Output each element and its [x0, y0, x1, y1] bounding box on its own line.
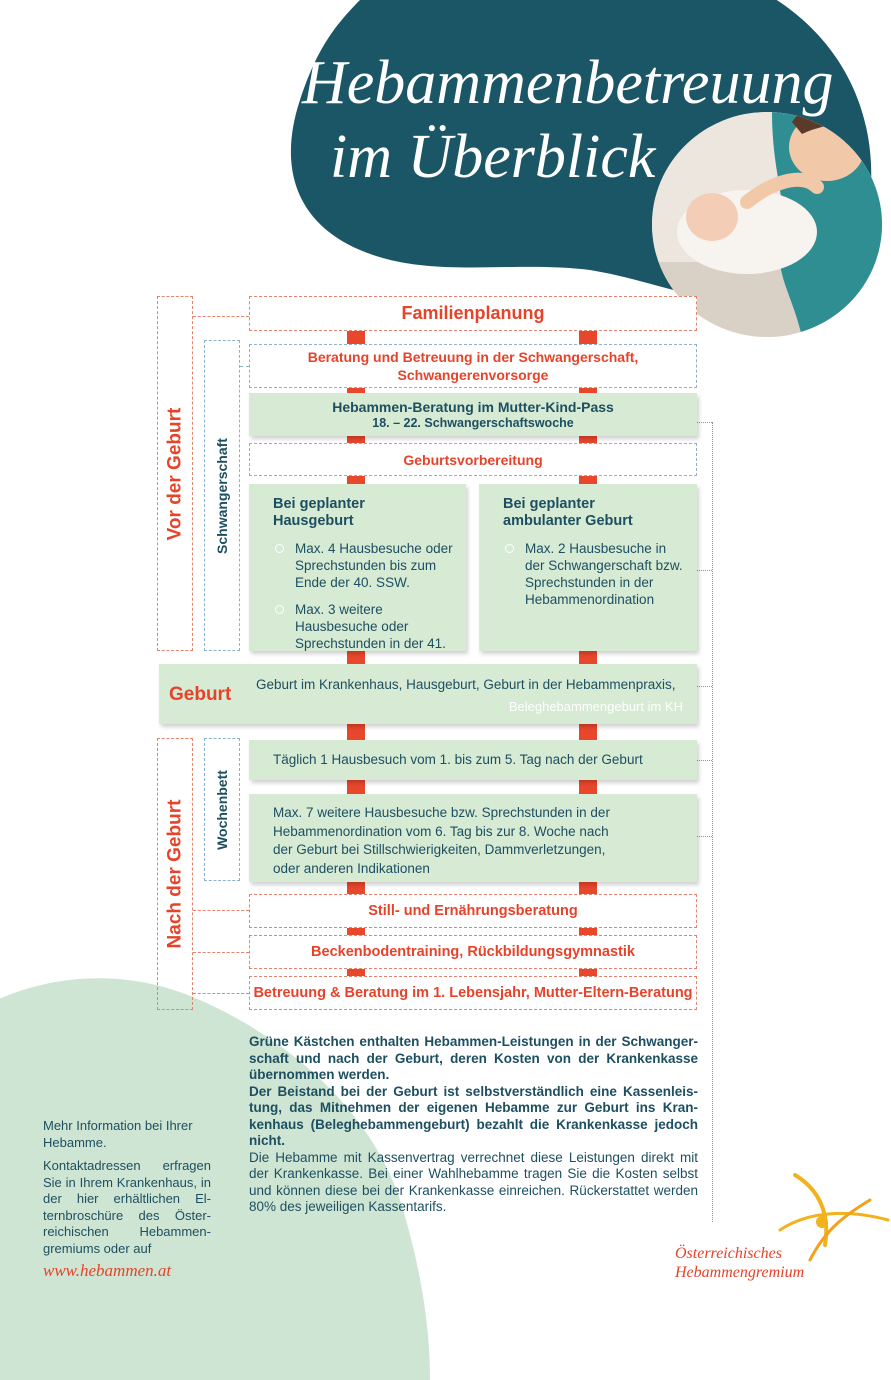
- box-birth-prep: Geburtsvorbereitung: [249, 443, 697, 476]
- bottom-mint-blob: [0, 978, 430, 1380]
- page-title-line1: Hebammenbetreuung: [302, 49, 834, 117]
- note-birth: Der Beistand bei der Geburt ist selbstve…: [249, 1083, 698, 1149]
- list-item: Max. 4 Hausbesuche oder Sprechstunden bi…: [273, 540, 456, 591]
- box-ambulant-birth: Bei geplanter ambulanter Geburt Max. 2 H…: [479, 484, 697, 651]
- section-postpartum-label: Wochenbett: [214, 769, 231, 850]
- side-info-contacts: Kontaktadressen erfragen Sie in Ihrem Kr…: [43, 1158, 211, 1256]
- box-pregnancy-care: Beratung und Betreuung in der Schwangers…: [249, 344, 697, 388]
- section-pregnancy-label: Schwangerschaft: [214, 437, 230, 554]
- section-before-birth-label: Vor der Geburt: [164, 407, 186, 540]
- box-birth: Geburt Geburt im Krankenhaus, Hausgeburt…: [159, 664, 697, 724]
- box-mkp: Hebammen-Beratung im Mutter-Kind-Pass 18…: [249, 393, 697, 436]
- list-item: Max. 2 Hausbesuche in der Schwangerschaf…: [503, 540, 687, 608]
- logo-icon: [778, 1173, 890, 1262]
- box-first-year: Betreuung & Beratung im 1. Lebensjahr, M…: [249, 976, 697, 1010]
- logo-text: Österreichisches Hebammengremium: [675, 1245, 805, 1281]
- box-daily-visit: Täglich 1 Hausbesuch vom 1. bis zum 5. T…: [249, 740, 697, 780]
- box-pelvic: Beckenbodentraining, Rückbildungsgymnast…: [249, 935, 697, 969]
- right-dotted-line: [712, 422, 713, 1222]
- section-pregnancy: [204, 340, 240, 651]
- box-home-birth: Bei geplanter Hausgeburt Max. 4 Hausbesu…: [249, 484, 466, 651]
- box-family-planning: Familienplanung: [249, 296, 697, 331]
- box-nutrition: Still- und Ernährungsberatung: [249, 894, 697, 928]
- note-green-boxes: Grüne Kästchen enthalten Hebammen-Leistu…: [249, 1034, 698, 1082]
- list-item: Max. 3 weitere Hausbesuche oder Sprechst…: [273, 601, 456, 652]
- section-birth-label: Geburt: [169, 684, 232, 705]
- mother-baby-photo: [652, 112, 882, 337]
- section-after-birth: [157, 738, 193, 1010]
- section-postpartum: [204, 738, 240, 881]
- section-after-birth-label: Nach der Geburt: [164, 799, 185, 949]
- side-info-more: Mehr Information bei Ihrer Hebamme.: [43, 1118, 193, 1150]
- page-title-line2: im Überblick: [330, 123, 656, 191]
- section-before-birth: [157, 296, 193, 651]
- note-billing: Die Hebamme mit Kassenvertrag verrechnet…: [249, 1149, 698, 1215]
- website-link[interactable]: www.hebammen.at: [43, 1261, 172, 1280]
- box-more-visits: Max. 7 weitere Hausbesuche bzw. Sprechst…: [249, 794, 697, 882]
